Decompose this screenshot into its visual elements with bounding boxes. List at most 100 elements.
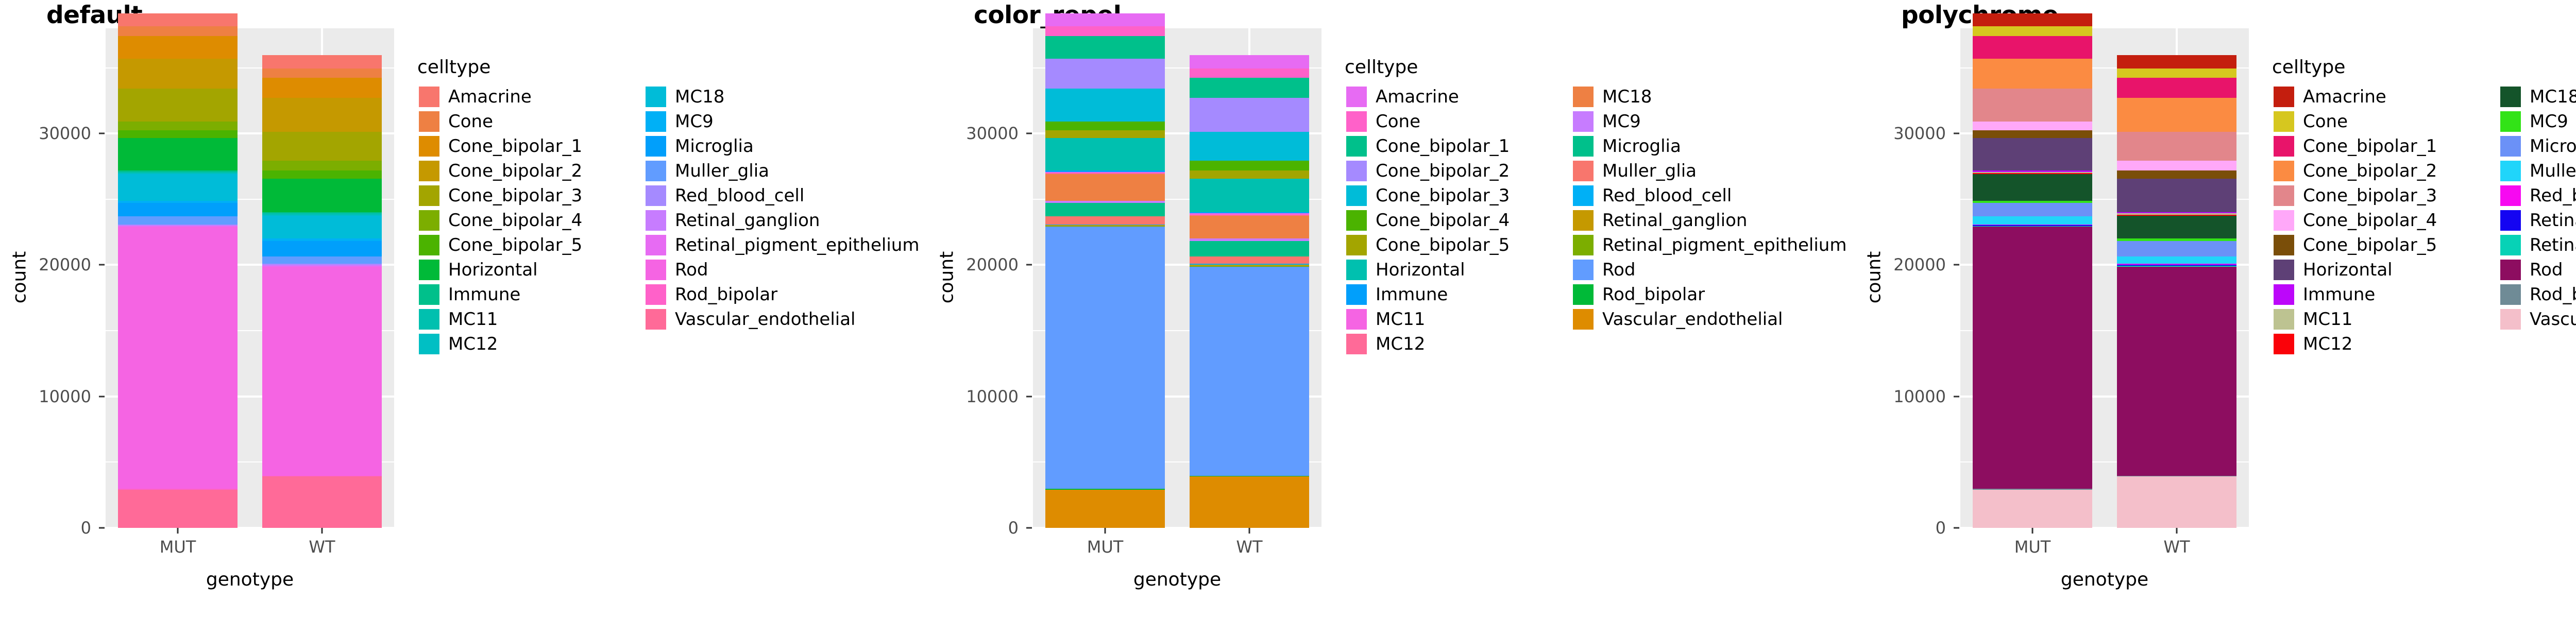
legend-item-MC18[interactable]: MC18 [1571, 84, 1846, 109]
bar-segment-Red_blood_cell[interactable] [118, 224, 238, 226]
bar-WT[interactable] [2117, 55, 2236, 528]
bar-segment-Horizontal[interactable] [118, 138, 238, 171]
legend-item-Cone_bipolar_2[interactable]: Cone_bipolar_2 [2272, 159, 2499, 183]
bar-segment-Amacrine[interactable] [118, 13, 238, 27]
legend-item-Cone_bipolar_3[interactable]: Cone_bipolar_3 [1345, 183, 1571, 208]
legend-item-Vascular_endothelial[interactable]: Vascular_endothelial [644, 307, 919, 332]
bar-segment-Microglia[interactable] [118, 203, 238, 217]
bar-segment-Muller_glia[interactable] [1045, 216, 1165, 225]
bar-segment-Cone_bipolar_4[interactable] [1973, 122, 2092, 131]
bar-segment-Red_blood_cell[interactable] [1190, 264, 1309, 265]
legend-item-Cone_bipolar_3[interactable]: Cone_bipolar_3 [417, 183, 644, 208]
bar-segment-MC12[interactable] [1190, 214, 1309, 216]
bar-segment-Cone_bipolar_1[interactable] [1190, 77, 1309, 98]
bar-segment-Cone_bipolar_2[interactable] [1045, 59, 1165, 89]
legend-item-Cone_bipolar_5[interactable]: Cone_bipolar_5 [1345, 233, 1571, 258]
bar-MUT[interactable] [1973, 13, 2092, 528]
bar-segment-Red_blood_cell[interactable] [1045, 224, 1165, 226]
legend-item-MC18[interactable]: MC18 [2499, 84, 2576, 109]
bar-segment-Rod_bipolar[interactable] [262, 475, 382, 477]
bar-segment-MC18[interactable] [1190, 216, 1309, 238]
legend-item-Red_blood_cell[interactable]: Red_blood_cell [644, 183, 919, 208]
bar-segment-Muller_glia[interactable] [2117, 256, 2236, 264]
bar-segment-MC9[interactable] [118, 201, 238, 203]
legend-item-Muller_glia[interactable]: Muller_glia [1571, 159, 1846, 183]
bar-segment-Amacrine[interactable] [2117, 55, 2236, 68]
bar-segment-Retinal_ganglion[interactable] [1190, 265, 1309, 266]
legend-item-Amacrine[interactable]: Amacrine [1345, 84, 1571, 109]
bar-segment-Immune[interactable] [1190, 212, 1309, 214]
bar-segment-MC18[interactable] [118, 174, 238, 201]
legend-item-Amacrine[interactable]: Amacrine [417, 84, 644, 109]
bar-segment-Retinal_ganglion[interactable] [1045, 225, 1165, 226]
bar-MUT[interactable] [1045, 13, 1165, 528]
bar-segment-Cone_bipolar_4[interactable] [262, 161, 382, 170]
bar-segment-MC11[interactable] [118, 171, 238, 173]
bar-segment-Immune[interactable] [262, 212, 382, 214]
bar-segment-Cone_bipolar_4[interactable] [118, 122, 238, 131]
bar-segment-Immune[interactable] [1973, 170, 2092, 172]
legend-item-MC12[interactable]: MC12 [417, 332, 644, 356]
legend-item-Red_blood_cell[interactable]: Red_blood_cell [1571, 183, 1846, 208]
legend-item-MC18[interactable]: MC18 [644, 84, 919, 109]
bar-segment-Rod_bipolar[interactable] [2117, 475, 2236, 477]
bar-segment-Muller_glia[interactable] [262, 256, 382, 264]
bar-segment-Retinal_pigment_epithelium[interactable] [118, 226, 238, 227]
bar-segment-Cone_bipolar_3[interactable] [118, 89, 238, 122]
bar-segment-MC18[interactable] [262, 216, 382, 238]
legend-item-Cone[interactable]: Cone [1345, 109, 1571, 134]
legend-item-Microglia[interactable]: Microglia [2499, 134, 2576, 159]
bar-segment-Microglia[interactable] [1190, 241, 1309, 257]
bar-segment-MC11[interactable] [2117, 213, 2236, 215]
bar-segment-Rod[interactable] [2117, 266, 2236, 476]
bar-segment-Vascular_endothelial[interactable] [1190, 476, 1309, 528]
bar-segment-Amacrine[interactable] [1045, 13, 1165, 27]
bar-segment-Cone_bipolar_3[interactable] [1045, 89, 1165, 122]
legend-item-MC9[interactable]: MC9 [644, 109, 919, 134]
legend-item-Vascular_endothelial[interactable]: Vascular_endothelial [1571, 307, 1846, 332]
bar-segment-Microglia[interactable] [262, 241, 382, 257]
bar-segment-Microglia[interactable] [2117, 241, 2236, 257]
bar-segment-Cone_bipolar_5[interactable] [1045, 130, 1165, 138]
legend-item-Retinal_pigment_epithelium[interactable]: Retinal_pigment_epithelium [2499, 233, 2576, 258]
bar-segment-MC12[interactable] [262, 214, 382, 216]
bar-segment-MC18[interactable] [1973, 174, 2092, 201]
bar-segment-Retinal_ganglion[interactable] [262, 265, 382, 266]
legend-item-Muller_glia[interactable]: Muller_glia [2499, 159, 2576, 183]
bar-segment-Immune[interactable] [2117, 212, 2236, 214]
bar-segment-MC18[interactable] [2117, 216, 2236, 238]
bar-segment-Red_blood_cell[interactable] [262, 264, 382, 265]
bar-segment-Cone_bipolar_4[interactable] [2117, 161, 2236, 170]
legend-item-Rod_bipolar[interactable]: Rod_bipolar [1571, 282, 1846, 307]
legend-item-Rod[interactable]: Rod [1571, 258, 1846, 282]
legend-item-Cone[interactable]: Cone [417, 109, 644, 134]
legend-item-Retinal_ganglion[interactable]: Retinal_ganglion [1571, 208, 1846, 233]
bar-segment-Amacrine[interactable] [262, 55, 382, 68]
bar-WT[interactable] [1190, 55, 1309, 528]
bar-segment-Cone_bipolar_5[interactable] [118, 130, 238, 138]
bar-segment-Cone_bipolar_3[interactable] [1190, 131, 1309, 161]
legend-item-Cone_bipolar_3[interactable]: Cone_bipolar_3 [2272, 183, 2499, 208]
bar-segment-Horizontal[interactable] [262, 178, 382, 212]
bar-segment-Retinal_pigment_epithelium[interactable] [262, 266, 382, 267]
bar-segment-Rod_bipolar[interactable] [1045, 489, 1165, 490]
bar-segment-MC18[interactable] [1045, 174, 1165, 201]
bar-segment-Rod[interactable] [118, 227, 238, 489]
bar-segment-Cone[interactable] [2117, 68, 2236, 78]
legend-item-Immune[interactable]: Immune [2272, 282, 2499, 307]
bar-segment-Cone_bipolar_2[interactable] [262, 97, 382, 132]
bar-segment-Cone_bipolar_3[interactable] [2117, 131, 2236, 161]
bar-segment-MC11[interactable] [1045, 171, 1165, 173]
bar-segment-Rod[interactable] [1973, 227, 2092, 489]
bar-segment-Rod_bipolar[interactable] [1190, 475, 1309, 477]
bar-segment-Microglia[interactable] [1973, 203, 2092, 217]
bar-segment-Vascular_endothelial[interactable] [1045, 489, 1165, 528]
bar-segment-Vascular_endothelial[interactable] [2117, 476, 2236, 528]
bar-segment-Rod[interactable] [1045, 227, 1165, 489]
bar-MUT[interactable] [118, 13, 238, 528]
bar-segment-Cone_bipolar_5[interactable] [1973, 130, 2092, 138]
bar-segment-Red_blood_cell[interactable] [2117, 264, 2236, 265]
bar-segment-Cone_bipolar_4[interactable] [1190, 161, 1309, 170]
bar-segment-Rod[interactable] [262, 266, 382, 476]
legend-item-Cone_bipolar_1[interactable]: Cone_bipolar_1 [1345, 134, 1571, 159]
